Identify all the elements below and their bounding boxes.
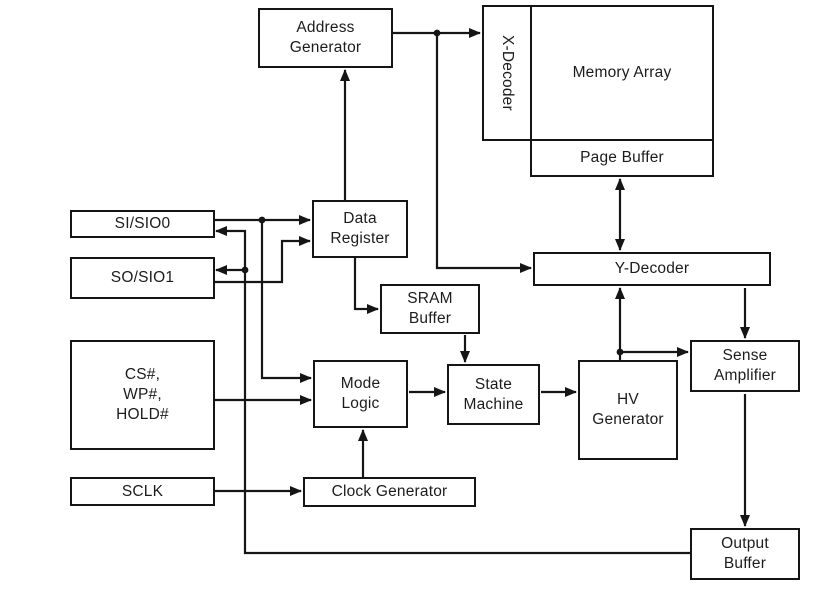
node-hv-generator: HV Generator [578,360,678,460]
node-sram-buffer: SRAM Buffer [380,284,480,334]
node-sclk-label: SCLK [121,482,164,500]
node-sclk: SCLK [70,477,215,506]
node-sense-amplifier: Sense Amplifier [690,340,800,392]
junction-dot [433,29,441,37]
edge-so-to-dataregister [215,236,311,284]
node-y-decoder: Y-Decoder [533,252,771,286]
edge-outputbuffer-to-si [215,226,690,555]
edge-dataregister-to-srambuffer [353,258,379,314]
edge-addrgen-to-ydecoder [435,33,532,273]
node-memory-array: Memory Array [530,5,714,141]
node-output-buffer-label: Output Buffer [721,535,769,572]
node-memory-array-label: Memory Array [572,64,672,82]
node-page-buffer-label: Page Buffer [580,149,664,167]
node-x-decoder: X-Decoder [482,5,532,141]
node-si-sio0: SI/SIO0 [70,210,215,238]
node-so-sio1: SO/SIO1 [70,257,215,299]
node-mode-logic: Mode Logic [313,360,408,428]
node-sram-buffer-label: SRAM Buffer [407,290,453,327]
node-y-decoder-label: Y-Decoder [614,260,690,278]
node-page-buffer: Page Buffer [530,139,714,177]
node-clock-generator: Clock Generator [303,477,476,507]
node-address-generator-label: Address Generator [289,19,362,56]
node-mode-logic-label: Mode Logic [340,375,381,412]
node-address-generator: Address Generator [258,8,393,68]
node-clock-generator-label: Clock Generator [331,483,448,501]
node-control-pins: CS#, WP#, HOLD# [70,340,215,450]
junction-dot [258,216,266,224]
node-state-machine: State Machine [447,364,540,425]
junction-dot [616,348,624,356]
node-so-sio1-label: SO/SIO1 [110,269,175,287]
node-sense-amplifier-label: Sense Amplifier [713,347,777,384]
node-hv-generator-label: HV Generator [592,391,664,428]
edge-si-to-modelogic [260,220,312,383]
node-data-register-label: Data Register [330,210,390,247]
node-output-buffer: Output Buffer [690,528,800,580]
node-x-decoder-label: X-Decoder [498,35,516,111]
node-state-machine-label: State Machine [463,375,524,413]
node-control-pins-label: CS#, WP#, HOLD# [116,366,169,423]
node-si-sio0-label: SI/SIO0 [114,215,171,233]
node-data-register: Data Register [312,200,408,258]
junction-dot [241,266,249,274]
